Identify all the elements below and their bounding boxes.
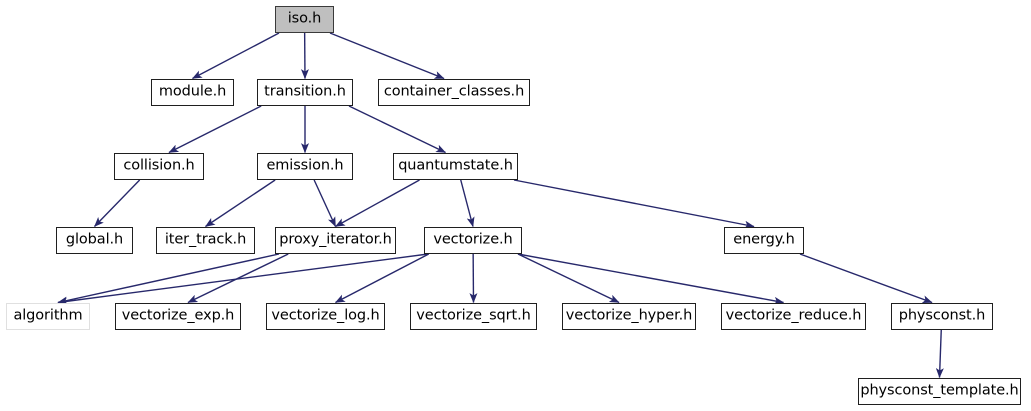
graph-node-energy[interactable]: energy.h [724,227,804,254]
graph-node-label: vectorize_exp.h [121,307,235,324]
graph-node-label: algorithm [13,307,83,324]
graph-node-label: energy.h [733,231,795,248]
graph-node-emission[interactable]: emission.h [257,153,353,180]
graph-node-label: module.h [158,83,227,100]
graph-edge-transition-to-collision [168,105,262,154]
graph-node-label: container_classes.h [383,83,525,100]
graph-node-iso[interactable]: iso.h [275,6,334,33]
graph-node-label: vectorize.h [433,231,513,248]
graph-node-vectorize[interactable]: vectorize.h [424,227,522,254]
graph-edge-proxy_iterator-to-vectorize_exp [187,253,289,304]
graph-edge-quantumstate-to-vectorize [460,179,475,228]
graph-node-label: iter_track.h [164,231,247,248]
graph-node-label: quantumstate.h [398,157,513,174]
graph-node-collision[interactable]: collision.h [114,153,204,180]
graph-edge-iso-to-module [191,32,280,80]
graph-node-algorithm[interactable]: algorithm [6,303,90,330]
graph-node-label: vectorize_log.h [271,307,380,324]
graph-node-label: physconst.h [898,307,986,324]
graph-node-label: collision.h [123,157,195,174]
graph-node-global[interactable]: global.h [56,227,133,254]
graph-edge-quantumstate-to-energy [513,179,755,229]
graph-node-physconst[interactable]: physconst.h [891,303,993,330]
graph-node-module[interactable]: module.h [151,79,234,106]
graph-edge-quantumstate-to-proxy_iterator [334,179,420,228]
graph-node-vectorize_hyper[interactable]: vectorize_hyper.h [562,303,696,330]
graph-node-proxy_iterator[interactable]: proxy_iterator.h [275,227,396,254]
graph-edge-vectorize-to-vectorize_hyper [517,253,620,304]
graph-edge-energy-to-physconst [799,253,933,304]
graph-edge-iso-to-container_classes [329,32,445,80]
graph-node-label: global.h [65,231,124,248]
graph-node-vectorize_reduce[interactable]: vectorize_reduce.h [721,303,866,330]
graph-edge-emission-to-iter_track [205,179,276,228]
graph-node-vectorize_sqrt[interactable]: vectorize_sqrt.h [410,303,537,330]
graph-node-transition[interactable]: transition.h [257,79,353,106]
graph-node-label: physconst_template.h [860,382,1019,399]
graph-node-quantumstate[interactable]: quantumstate.h [393,153,518,180]
graph-edge-emission-to-proxy_iterator [313,179,337,228]
graph-edge-vectorize-to-vectorize_reduce [517,253,785,305]
graph-node-vectorize_exp[interactable]: vectorize_exp.h [115,303,241,330]
graph-edge-vectorize-to-vectorize_log [334,253,430,304]
graph-node-label: vectorize_sqrt.h [416,307,531,324]
graph-node-iter_track[interactable]: iter_track.h [156,227,255,254]
graph-node-container_classes[interactable]: container_classes.h [378,79,530,106]
graph-node-label: emission.h [266,157,344,174]
graph-node-vectorize_log[interactable]: vectorize_log.h [266,303,385,330]
graph-edge-proxy_iterator-to-algorithm [57,253,280,305]
graph-node-label: vectorize_hyper.h [565,307,693,324]
graph-edge-collision-to-global [93,179,141,227]
graph-node-physconst_template[interactable]: physconst_template.h [858,378,1021,405]
graph-node-label: vectorize_reduce.h [725,307,862,324]
graph-node-label: iso.h [287,10,322,27]
graph-node-label: transition.h [264,83,346,100]
graph-edge-vectorize-to-algorithm [57,253,429,306]
graph-edge-transition-to-quantumstate [348,105,447,154]
graph-node-label: proxy_iterator.h [279,231,392,248]
graph-edge-physconst-to-physconst_template [935,329,944,379]
